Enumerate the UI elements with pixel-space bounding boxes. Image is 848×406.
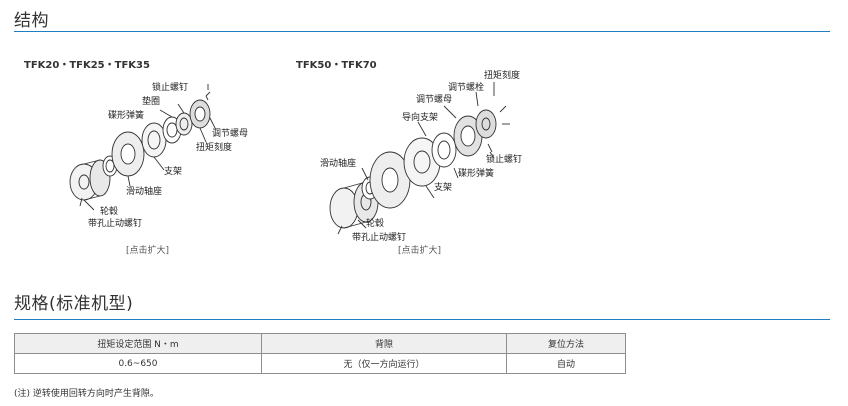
left-callout-lock-screw: 锁止螺钉 [152, 81, 188, 93]
right-callout-guide-bracket: 导向支架 [402, 111, 438, 123]
right-callout-disc-spring: 碟形弹簧 [458, 167, 494, 179]
spec-note: (注) 逆转使用回转方向时产生背隙。 [14, 389, 159, 399]
left-callout-washer: 垫圈 [142, 95, 160, 107]
left-callout-disc-spring: 碟形弹簧 [108, 109, 144, 121]
structure-divider [14, 31, 830, 32]
spec-table: 扭矩设定范围 N・m 背隙 复位方法 0.6~650 无（仅一方向运行） 自动 [14, 333, 626, 374]
structure-title: 结构 [14, 11, 49, 31]
spec-divider [14, 319, 830, 320]
left-callout-bracket: 支架 [164, 165, 182, 177]
right-enlarge-link[interactable]: [点击扩大] [398, 246, 442, 256]
right-model-label: TFK50・TFK70 [296, 60, 377, 71]
right-exploded-diagram[interactable]: 扭矩刻度 调节螺栓 调节螺母 导向支架 锁止螺钉 滑动轴座 碟形弹簧 支架 轮毂… [318, 66, 558, 244]
left-callout-hub-set-screw: 带孔止动螺钉 [88, 217, 142, 229]
right-callout-lock-screw: 锁止螺钉 [486, 153, 522, 165]
cell-reset-method: 自动 [506, 353, 626, 374]
left-model-label: TFK20・TFK25・TFK35 [24, 60, 150, 71]
left-callout-hub: 轮毂 [100, 205, 118, 217]
right-callout-hub: 轮毂 [366, 217, 384, 229]
left-exploded-diagram[interactable]: 锁止螺钉 垫圈 碟形弹簧 调节螺母 扭矩刻度 支架 滑动轴座 轮毂 带孔止动螺钉 [60, 74, 270, 234]
left-callout-sliding-seat: 滑动轴座 [126, 185, 162, 197]
header-torque-range: 扭矩设定范围 N・m [14, 333, 262, 354]
table-header-row: 扭矩设定范围 N・m 背隙 复位方法 [14, 333, 626, 354]
right-callout-sliding-seat: 滑动轴座 [320, 157, 356, 169]
header-backlash: 背隙 [261, 333, 507, 354]
cell-torque-range: 0.6~650 [14, 353, 262, 374]
right-callout-torque-scale: 扭矩刻度 [484, 69, 520, 81]
right-callout-adjust-bolt: 调节螺栓 [448, 81, 484, 93]
right-callout-hub-set-screw: 带孔止动螺钉 [352, 231, 406, 243]
spec-title: 规格(标准机型) [14, 294, 134, 314]
left-callout-torque-scale: 扭矩刻度 [196, 141, 232, 153]
table-row: 0.6~650 无（仅一方向运行） 自动 [14, 353, 626, 374]
left-diagram-svg: 锁止螺钉 垫圈 碟形弹簧 调节螺母 扭矩刻度 支架 滑动轴座 轮毂 带孔止动螺钉 [69, 81, 248, 229]
left-enlarge-link[interactable]: [点击扩大] [126, 246, 170, 256]
cell-backlash: 无（仅一方向运行） [261, 353, 507, 374]
header-reset-method: 复位方法 [506, 333, 626, 354]
right-diagram-svg: 扭矩刻度 调节螺栓 调节螺母 导向支架 锁止螺钉 滑动轴座 碟形弹簧 支架 轮毂… [320, 69, 522, 243]
right-callout-bracket: 支架 [434, 181, 452, 193]
left-callout-adjust-nut: 调节螺母 [212, 128, 248, 139]
right-callout-adjust-nut: 调节螺母 [416, 94, 452, 105]
